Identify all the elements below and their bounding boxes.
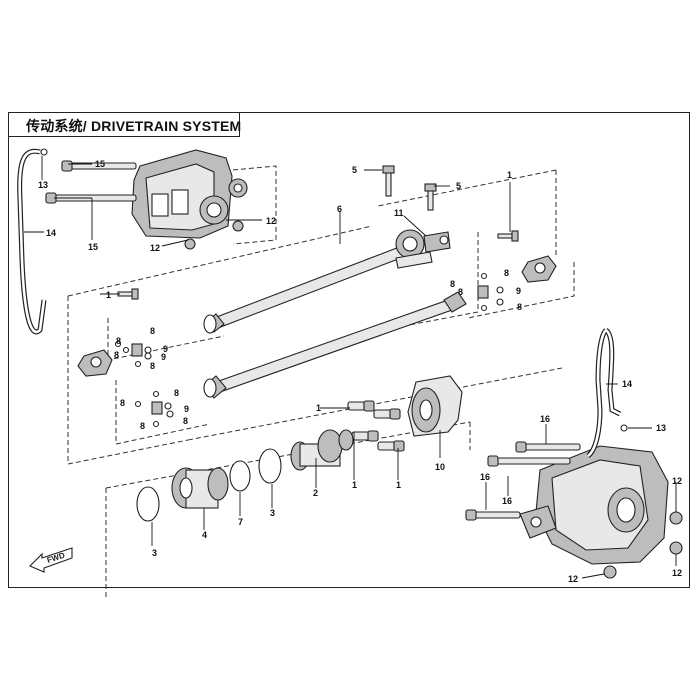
universal-joint-left-upper bbox=[114, 340, 152, 368]
callout-c17: 8 bbox=[517, 302, 522, 312]
callout-c15: 8 bbox=[450, 279, 455, 289]
callout-c13: 7 bbox=[238, 517, 243, 527]
callout-c16: 8 bbox=[458, 287, 463, 297]
callout-c39: 14 bbox=[46, 228, 56, 238]
vent-hose-14-front bbox=[17, 148, 48, 335]
rear-propeller-shaft bbox=[203, 291, 467, 399]
callout-c2: 1 bbox=[106, 290, 111, 300]
front-propeller-shaft-6 bbox=[203, 245, 407, 334]
callout-c26: 9 bbox=[516, 286, 521, 296]
callout-c9: 4 bbox=[202, 530, 207, 540]
leader-lines bbox=[24, 156, 677, 579]
callout-c10: 5 bbox=[352, 165, 357, 175]
callout-c35: 12 bbox=[672, 568, 682, 578]
title-box bbox=[8, 112, 240, 137]
bolt-5-left bbox=[382, 165, 395, 197]
callout-c34: 12 bbox=[672, 476, 682, 486]
callout-c3: 1 bbox=[316, 403, 321, 413]
callout-c45: 16 bbox=[480, 472, 490, 482]
bolts-1-center bbox=[347, 400, 405, 452]
support-bearing-11 bbox=[395, 229, 451, 269]
callout-c24: 8 bbox=[140, 421, 145, 431]
callout-c44: 16 bbox=[502, 496, 512, 506]
vent-hose-14-rear bbox=[586, 328, 628, 458]
long-bolt-15-upper bbox=[61, 160, 137, 172]
callout-c36: 12 bbox=[568, 574, 578, 584]
front-differential-housing bbox=[131, 149, 248, 250]
callout-c42: 15 bbox=[88, 242, 98, 252]
long-bolt-16-bottom bbox=[465, 509, 521, 521]
callout-c12: 6 bbox=[337, 204, 342, 214]
seal-ring-3-left bbox=[136, 486, 160, 522]
diagram-title: 传动系统/ DRIVETRAIN SYSTEM bbox=[26, 118, 242, 134]
boot-4 bbox=[171, 467, 229, 509]
callout-c14: 8 bbox=[504, 268, 509, 278]
callout-c37: 13 bbox=[38, 180, 48, 190]
callout-c32: 12 bbox=[266, 216, 276, 226]
callout-c18: 8 bbox=[150, 326, 155, 336]
callout-c22: 8 bbox=[174, 388, 179, 398]
callout-c27: 9 bbox=[163, 344, 168, 354]
rear-differential-housing bbox=[519, 445, 683, 579]
callout-c5: 1 bbox=[396, 480, 401, 490]
callout-c43: 16 bbox=[540, 414, 550, 424]
coupling-flange-10 bbox=[407, 375, 463, 437]
callout-c33: 12 bbox=[150, 243, 160, 253]
callout-c21: 8 bbox=[150, 361, 155, 371]
gear-shaft-2 bbox=[290, 429, 354, 471]
callout-c1: 1 bbox=[507, 170, 512, 180]
callout-c40: 14 bbox=[622, 379, 632, 389]
long-bolt-16-top bbox=[515, 441, 581, 453]
callout-c19: 8 bbox=[116, 336, 121, 346]
callout-c30: 10 bbox=[435, 462, 445, 472]
callout-c20: 8 bbox=[114, 350, 119, 360]
callout-labels: 1 1 1 1 1 2 3 3 4 5 5 6 7 8 8 8 8 8 8 8 … bbox=[38, 159, 682, 584]
callout-c41: 15 bbox=[95, 159, 105, 169]
circlip-7 bbox=[229, 460, 251, 492]
universal-joint-left-lower bbox=[134, 390, 174, 428]
flange-yoke-right bbox=[521, 255, 557, 283]
forward-direction-arrow: FWD bbox=[29, 547, 73, 573]
callout-c11: 5 bbox=[456, 181, 461, 191]
callout-c28: 9 bbox=[161, 352, 166, 362]
callout-c7: 3 bbox=[152, 548, 157, 558]
callout-c8: 3 bbox=[270, 508, 275, 518]
callout-c4: 1 bbox=[352, 480, 357, 490]
seal-ring-3-right bbox=[258, 448, 282, 484]
bolt-1-left bbox=[117, 288, 139, 300]
flange-yoke-left bbox=[77, 349, 113, 377]
long-bolt-16-middle bbox=[487, 455, 571, 467]
callout-c38: 13 bbox=[656, 423, 666, 433]
callout-c6: 2 bbox=[313, 488, 318, 498]
callout-c29: 9 bbox=[184, 404, 189, 414]
bolt-1-right bbox=[497, 230, 519, 242]
bolt-5-right bbox=[424, 183, 437, 211]
callout-c25: 8 bbox=[183, 416, 188, 426]
callout-c31: 11 bbox=[394, 208, 404, 218]
callout-c23: 8 bbox=[120, 398, 125, 408]
diagram-frame bbox=[8, 112, 690, 588]
universal-joint-right bbox=[477, 272, 504, 312]
